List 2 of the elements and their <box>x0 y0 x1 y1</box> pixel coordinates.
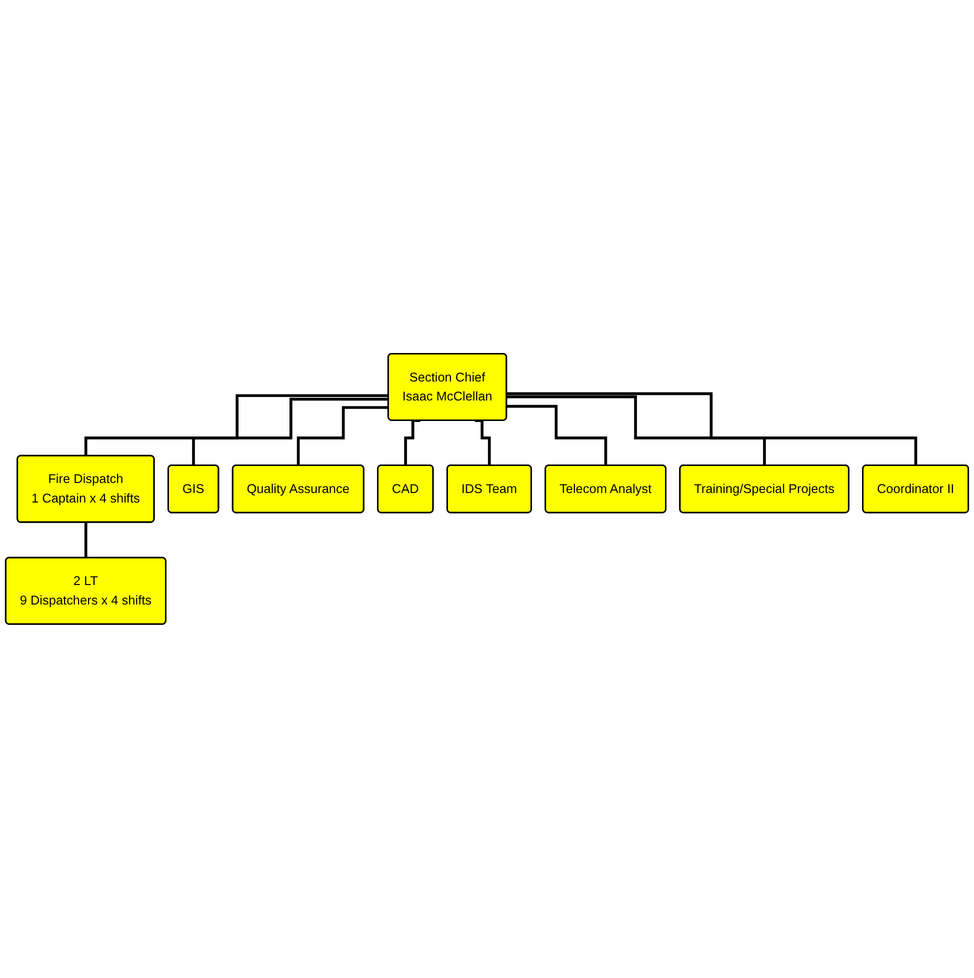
connector <box>84 394 389 458</box>
connector <box>84 521 88 560</box>
